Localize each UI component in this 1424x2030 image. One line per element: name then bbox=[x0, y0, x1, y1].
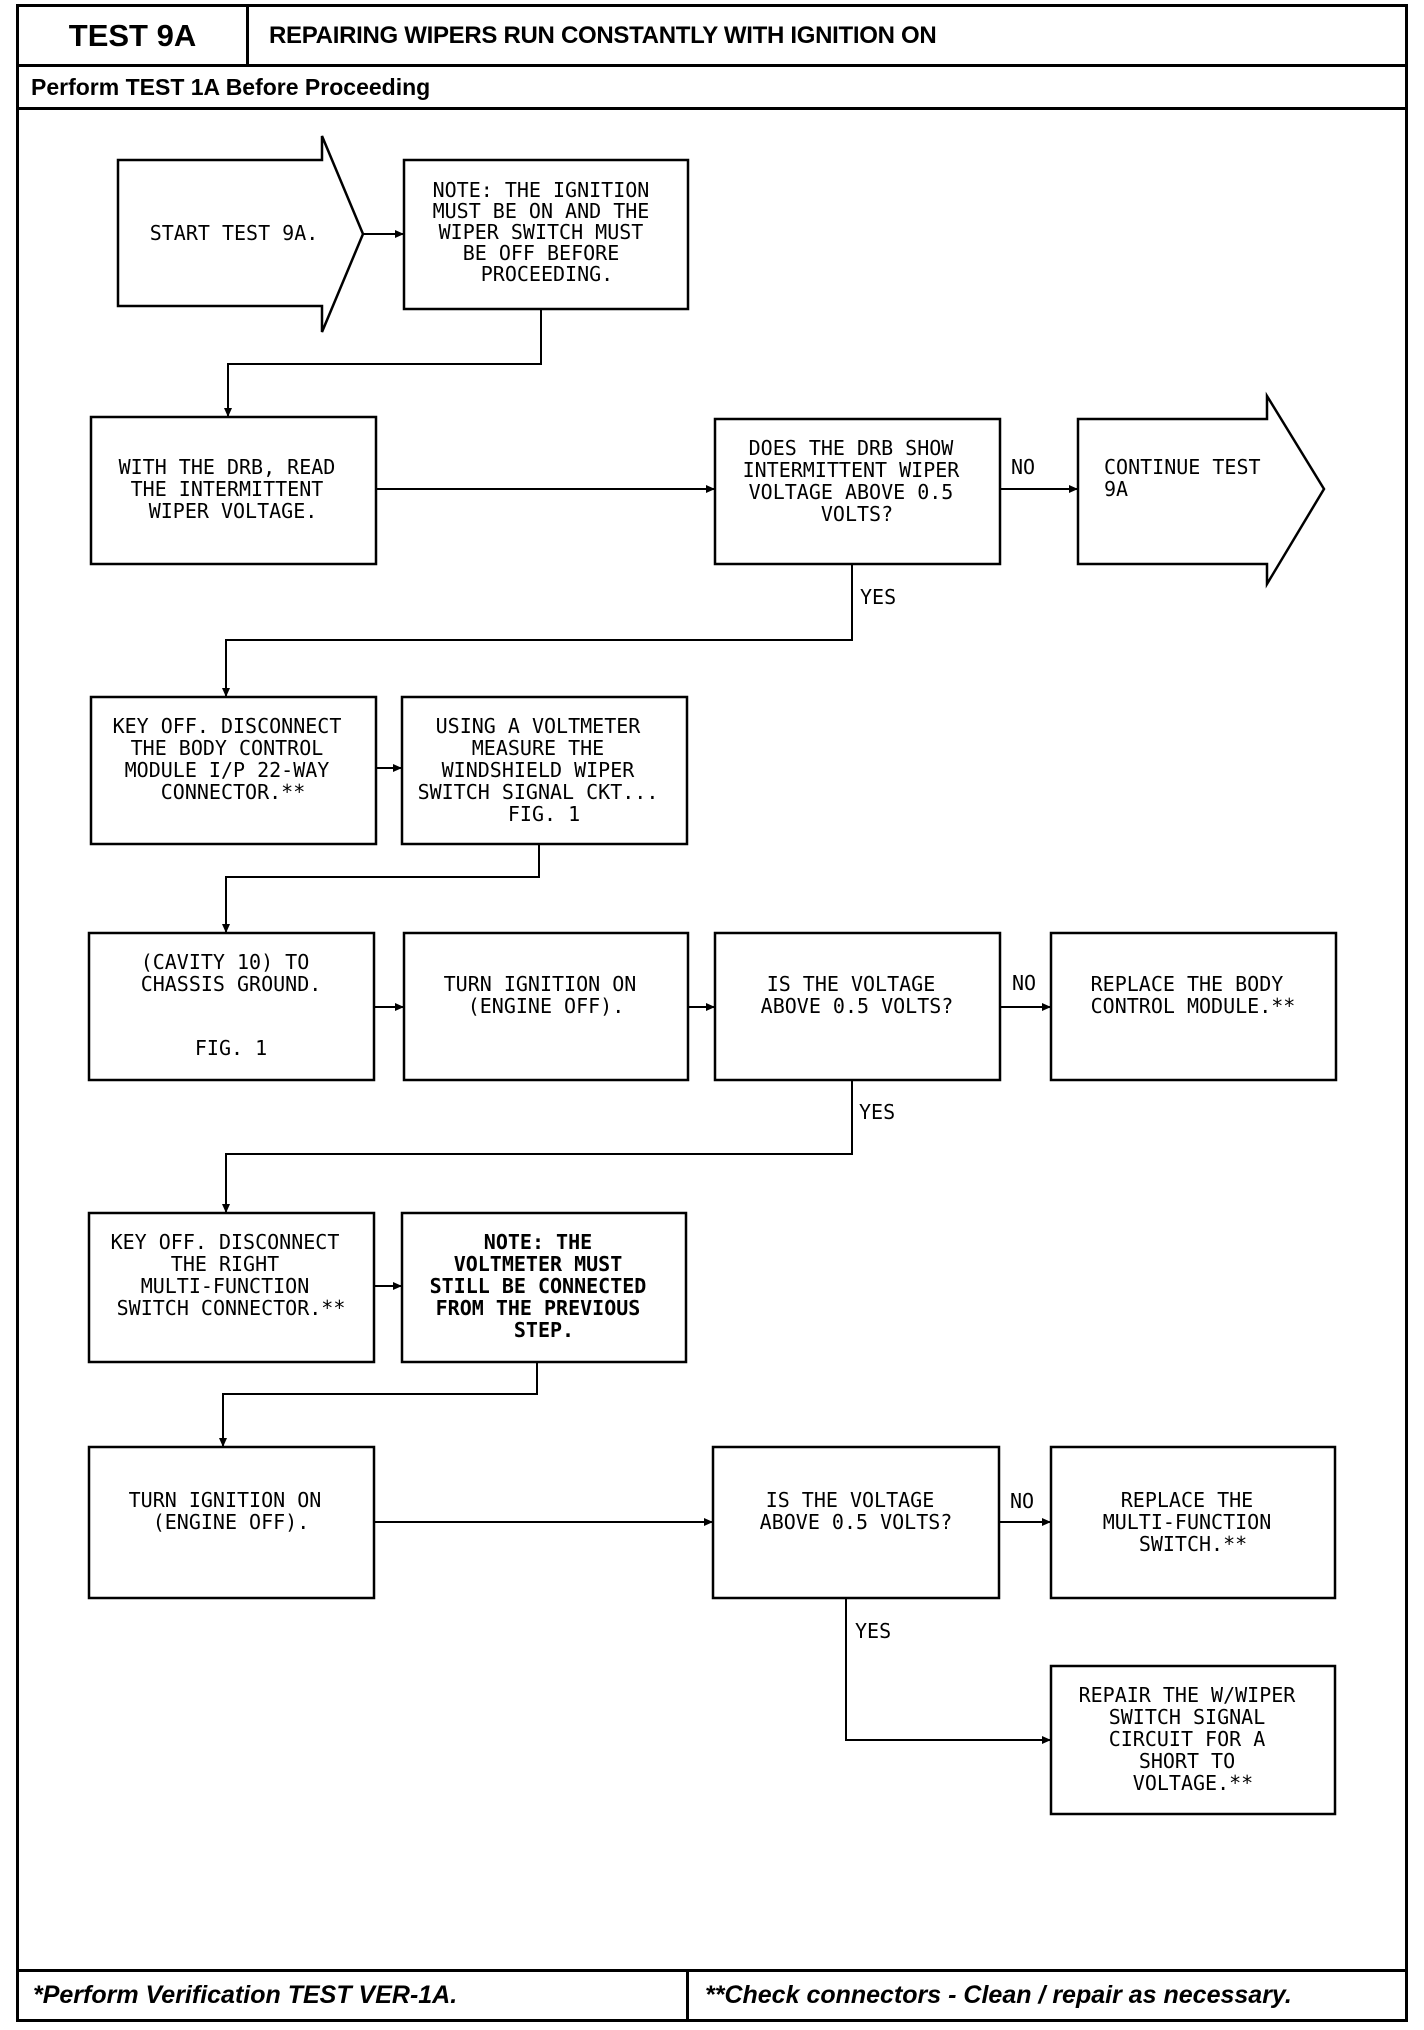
repair-circuit-box bbox=[1049, 1664, 1337, 1816]
read-voltage-text: WITH THE DRB, READ THE INTERMITTENT WIPE… bbox=[119, 455, 348, 523]
cavity-ground-box bbox=[87, 931, 376, 1082]
test-id: TEST 9A bbox=[19, 7, 249, 64]
measure-signal-text: USING A VOLTMETER MEASURE THE WINDSHIELD… bbox=[418, 714, 671, 826]
drb-voltage-question-text: DOES THE DRB SHOW INTERMITTENT WIPER VOL… bbox=[743, 436, 972, 526]
ignition-on-box-1 bbox=[402, 931, 690, 1082]
start-arrow-shape bbox=[116, 135, 365, 333]
replace-mfs-box bbox=[1049, 1445, 1337, 1600]
ignition-note-box bbox=[402, 158, 690, 311]
yes-label-3: YES bbox=[855, 1619, 891, 1643]
connectors bbox=[219, 230, 1078, 1744]
disconnect-mfs-box bbox=[87, 1211, 376, 1364]
voltmeter-note-text: NOTE: THE VOLTMETER MUST STILL BE CONNEC… bbox=[430, 1230, 659, 1342]
disconnect-bcm-text: KEY OFF. DISCONNECT THE BODY CONTROL MOD… bbox=[113, 714, 354, 804]
cavity-fig-text: FIG. 1 bbox=[195, 1036, 267, 1060]
ignition-note-text: NOTE: THE IGNITION MUST BE ON AND THE WI… bbox=[433, 178, 662, 286]
footnote-verification: *Perform Verification TEST VER-1A. bbox=[19, 1972, 689, 2019]
replace-mfs-text: REPLACE THE MULTI-FUNCTION SWITCH.** bbox=[1103, 1488, 1284, 1556]
ignition-on-box-2 bbox=[87, 1445, 376, 1600]
no-label-2: NO bbox=[1012, 971, 1036, 995]
continue-text: CONTINUE TEST 9A bbox=[1104, 455, 1273, 501]
no-label-3: NO bbox=[1010, 1489, 1034, 1513]
footer-row: *Perform Verification TEST VER-1A. **Che… bbox=[19, 1969, 1405, 2019]
header-row: TEST 9A REPAIRING WIPERS RUN CONSTANTLY … bbox=[19, 7, 1405, 67]
yes-label-2: YES bbox=[859, 1100, 895, 1124]
replace-bcm-text: REPLACE THE BODY CONTROL MODULE.** bbox=[1091, 972, 1296, 1018]
drb-voltage-question-box bbox=[713, 417, 1002, 566]
read-voltage-box bbox=[89, 415, 378, 566]
disconnect-mfs-text: KEY OFF. DISCONNECT THE RIGHT MULTI-FUNC… bbox=[111, 1230, 352, 1320]
voltage-question-text-1: IS THE VOLTAGE ABOVE 0.5 VOLTS? bbox=[761, 972, 954, 1018]
prerequisite-note: Perform TEST 1A Before Proceeding bbox=[19, 67, 1405, 110]
footnote-connectors: **Check connectors - Clean / repair as n… bbox=[705, 1981, 1292, 2009]
no-label-1: NO bbox=[1011, 455, 1035, 479]
test-title: REPAIRING WIPERS RUN CONSTANTLY WITH IGN… bbox=[269, 21, 937, 49]
ignition-on-text-2: TURN IGNITION ON (ENGINE OFF). bbox=[129, 1488, 334, 1534]
ignition-on-text-1: TURN IGNITION ON (ENGINE OFF). bbox=[444, 972, 649, 1018]
box-texts: START TEST 9A. NOTE: THE IGNITION MUST B… bbox=[111, 178, 1308, 1795]
measure-signal-box bbox=[400, 695, 689, 846]
continue-arrow-shape bbox=[1076, 391, 1326, 589]
voltage-question-text-2: IS THE VOLTAGE ABOVE 0.5 VOLTS? bbox=[760, 1488, 953, 1534]
yes-label-1: YES bbox=[860, 585, 896, 609]
start-text: START TEST 9A. bbox=[150, 221, 319, 245]
repair-circuit-text: REPAIR THE W/WIPER SWITCH SIGNAL CIRCUIT… bbox=[1079, 1683, 1308, 1795]
voltmeter-note-box bbox=[400, 1211, 688, 1364]
voltage-question-box-2 bbox=[711, 1445, 1001, 1600]
cavity-ground-text: (CAVITY 10) TO CHASSIS GROUND. bbox=[141, 950, 322, 996]
disconnect-bcm-box bbox=[89, 695, 378, 846]
